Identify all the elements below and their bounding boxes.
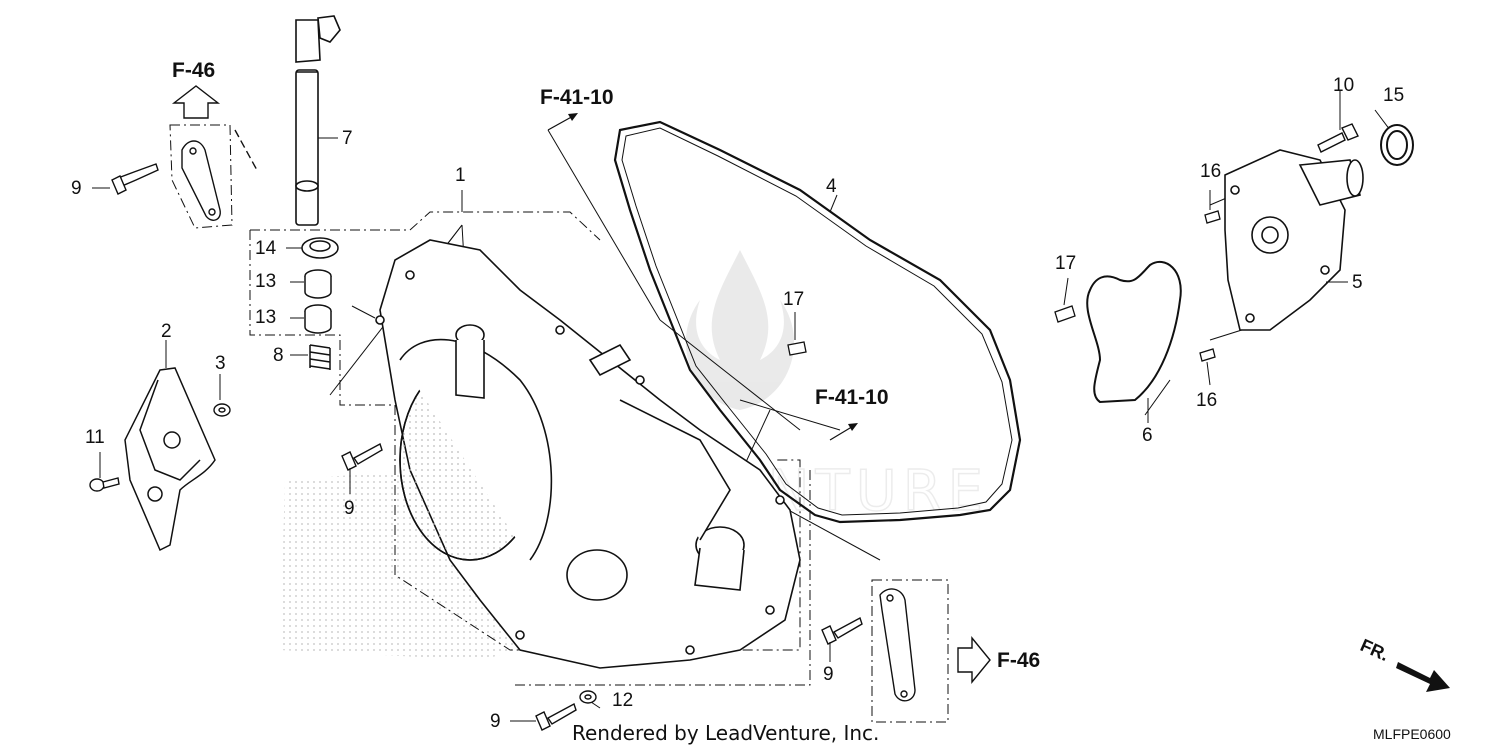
- shadow-area: [280, 470, 520, 660]
- fr-arrow: [1396, 662, 1450, 692]
- part-10-bolt: [1317, 123, 1359, 153]
- callout-5[interactable]: 5: [1352, 272, 1363, 293]
- part-17-dowel-b: [1054, 305, 1076, 323]
- f46-bottom-arrow: [957, 636, 991, 684]
- part-7-shaft: [295, 15, 341, 226]
- callout-9b[interactable]: 9: [344, 498, 355, 519]
- f46-top-arrow: [171, 85, 221, 119]
- callout-10[interactable]: 10: [1333, 75, 1355, 96]
- callout-9c[interactable]: 9: [823, 664, 834, 685]
- footer-rendered-by: Rendered by LeadVenture, Inc.: [572, 721, 880, 745]
- callout-9d[interactable]: 9: [490, 711, 501, 732]
- ref-f41-top[interactable]: F-41-10: [540, 86, 614, 109]
- bolt-9-top: [111, 163, 159, 195]
- callout-13b[interactable]: 13: [255, 307, 277, 328]
- callout-17a[interactable]: 17: [783, 289, 805, 310]
- callout-15[interactable]: 15: [1383, 85, 1405, 106]
- ref-f46-top[interactable]: F-46: [172, 59, 216, 82]
- callout-2[interactable]: 2: [161, 321, 172, 342]
- callout-7[interactable]: 7: [342, 128, 353, 149]
- callout-13a[interactable]: 13: [255, 271, 277, 292]
- part-14-seal: [301, 237, 339, 259]
- callout-6[interactable]: 6: [1142, 425, 1153, 446]
- part-16-dowel-b: [1199, 348, 1216, 362]
- callout-3[interactable]: 3: [215, 353, 226, 374]
- ref-f41-mid[interactable]: F-41-10: [815, 386, 889, 409]
- part-5-pump: [1224, 149, 1364, 331]
- bolt-9-bottom: [535, 702, 577, 731]
- part-13-bearing-b: [304, 304, 332, 334]
- callout-8[interactable]: 8: [273, 345, 284, 366]
- part-11-screw: [89, 477, 120, 492]
- bolt-9-mid: [341, 442, 383, 471]
- callout-16a[interactable]: 16: [1200, 161, 1222, 182]
- part-13-bearing-a: [304, 269, 332, 299]
- callout-9a[interactable]: 9: [71, 178, 82, 199]
- part-2-plate: [124, 367, 216, 552]
- part-6-oring: [1086, 260, 1182, 404]
- part-4-gasket: [613, 120, 1022, 524]
- part-17-dowel-a: [787, 341, 807, 356]
- bracket-top: [181, 129, 259, 221]
- bolt-9-right: [821, 616, 863, 645]
- bracket-bottom: [879, 588, 916, 702]
- callout-12[interactable]: 12: [612, 690, 634, 711]
- callout-4[interactable]: 4: [826, 176, 837, 197]
- callout-17b[interactable]: 17: [1055, 253, 1077, 274]
- callout-16b[interactable]: 16: [1196, 390, 1218, 411]
- leader-lines: [169, 124, 949, 723]
- part-1-cover: [375, 239, 801, 669]
- diagram-code: MLFPE0600: [1373, 726, 1451, 742]
- part-8-spring: [309, 344, 331, 370]
- callout-11[interactable]: 11: [85, 427, 105, 448]
- part-12-washer: [579, 690, 597, 704]
- part-16-dowel-a: [1204, 210, 1221, 224]
- part-3-nut: [213, 403, 231, 417]
- part-15-ring: [1380, 124, 1414, 166]
- callout-1[interactable]: 1: [455, 165, 466, 186]
- callout-14[interactable]: 14: [255, 238, 277, 259]
- ref-f46-bottom[interactable]: F-46: [997, 649, 1041, 672]
